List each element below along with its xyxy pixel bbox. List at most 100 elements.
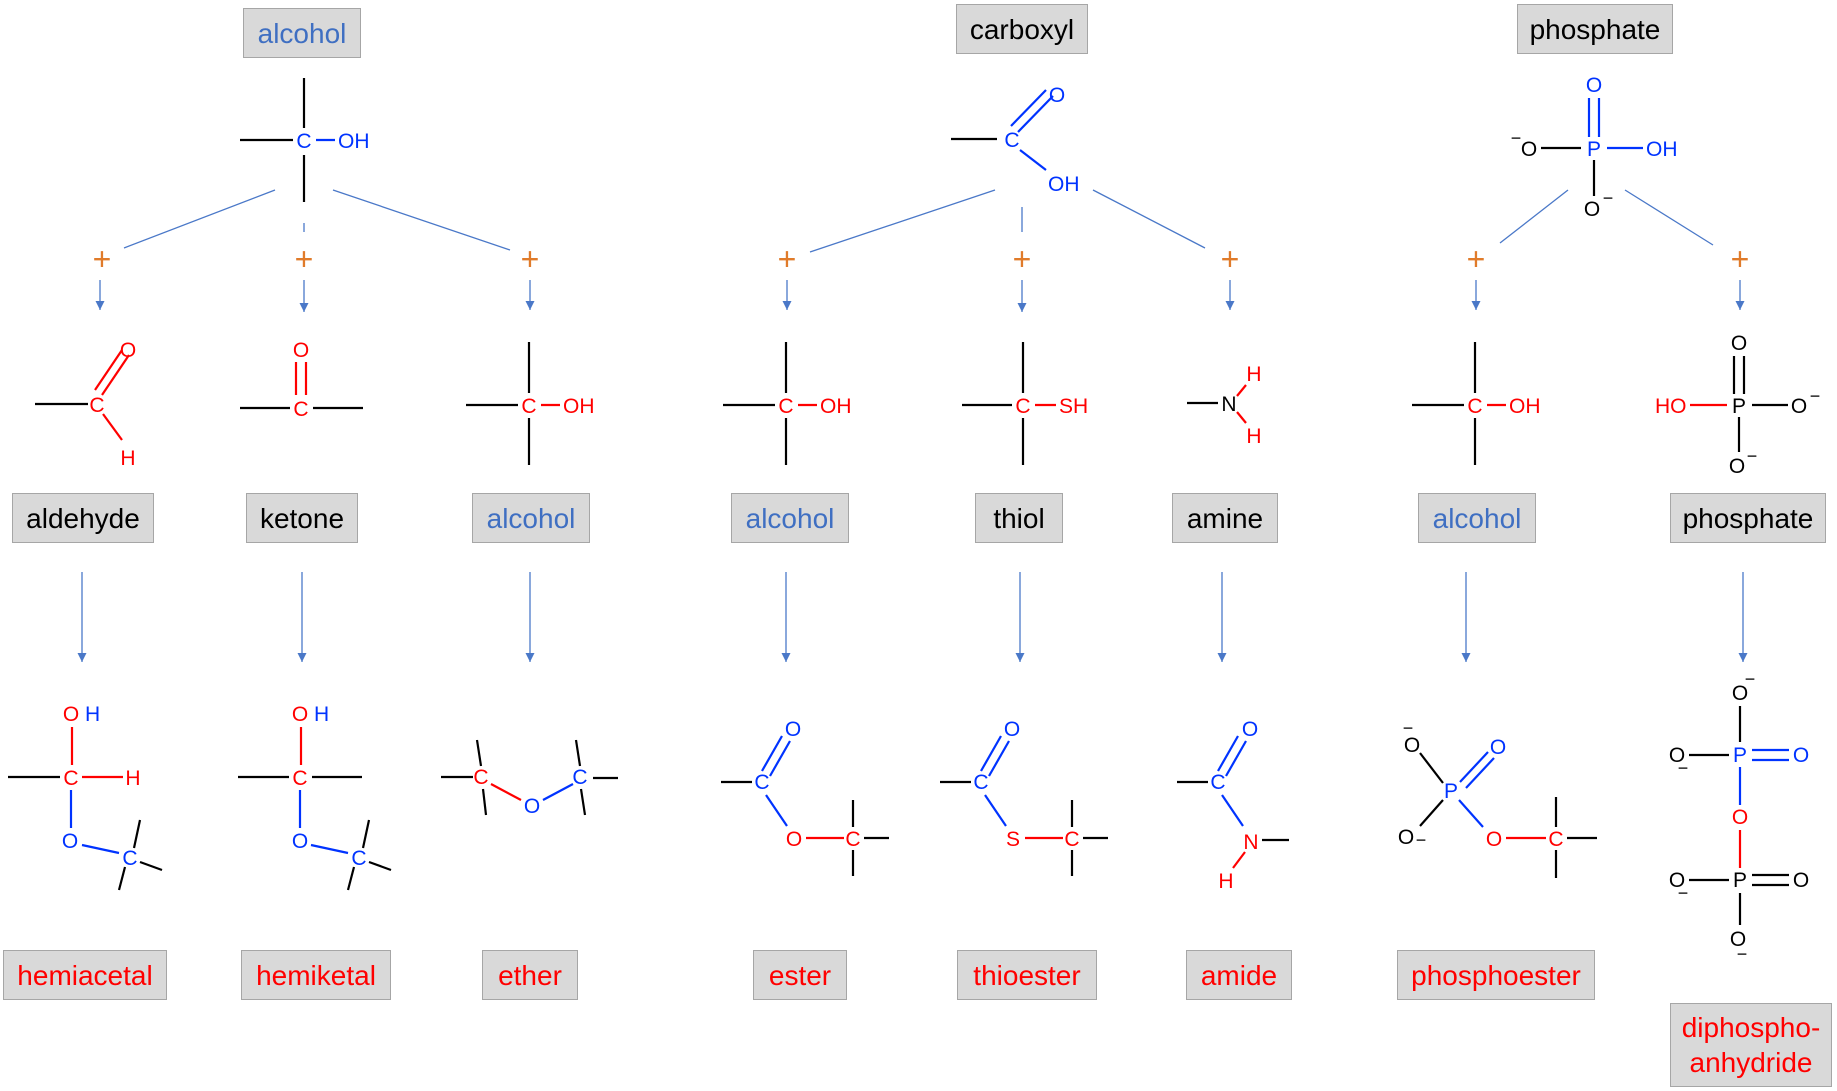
atom-carbon: C (1064, 828, 1079, 851)
atom-phosphorus: P (1444, 780, 1458, 803)
plus-icon: + (1013, 241, 1032, 277)
atom-oxygen: O (1793, 744, 1809, 767)
reactant-label-alcohol-1: alcohol (472, 493, 590, 543)
charge-minus: − (1737, 944, 1748, 964)
atom-oxygen: O (1486, 828, 1502, 851)
phosphate-reactant-structure: O P HO O − O − (1655, 332, 1820, 478)
aldehyde-structure: C O H (35, 339, 136, 470)
atom-oxygen: O (292, 830, 308, 853)
product-label-amide: amide (1186, 950, 1292, 1000)
atom-oxygen: O (1729, 455, 1745, 478)
atom-carbon: C (1548, 828, 1563, 851)
charge-minus: − (1678, 883, 1689, 903)
thioester-structure: C O S C (940, 718, 1108, 876)
atom-oxygen: O (1791, 395, 1807, 418)
alcohol-group-structure: C OH (240, 78, 370, 202)
atom-carbon: C (293, 398, 308, 421)
atom-oxygen: O (1398, 826, 1414, 849)
hemiketal-structure: O H C O C (238, 703, 392, 891)
atom-carbon: C (122, 847, 137, 870)
charge-minus: − (1678, 758, 1689, 778)
diphosphoanhydride-structure: − O O − P O O O − P O O − (1669, 669, 1809, 964)
atom-oxygen: O (1731, 332, 1747, 355)
atom-oxygen: O (63, 703, 79, 726)
reactant-label-phosphate: phosphate (1670, 493, 1826, 543)
atom-phosphorus: P (1733, 744, 1747, 767)
group-label-alcohol: alcohol (243, 8, 361, 58)
group-label-carboxyl: carboxyl (956, 4, 1088, 54)
charge-minus: − (1745, 669, 1756, 689)
atom-oxygen: O (1521, 138, 1537, 161)
product-label-hemiacetal: hemiacetal (3, 950, 167, 1000)
atom-oxygen: O (1242, 718, 1258, 741)
product-label-ether: ether (482, 950, 578, 1000)
plus-icon: + (1221, 241, 1240, 277)
atom-carbon: C (521, 395, 536, 418)
product-label-diphosphoanhydride: diphospho- anhydride (1670, 1003, 1832, 1087)
reactant-label-alcohol-2: alcohol (731, 493, 849, 543)
atom-thiol-sh: SH (1059, 395, 1088, 418)
atom-oxygen: O (1584, 198, 1600, 221)
product-label-phosphoester: phosphoester (1397, 950, 1595, 1000)
atom-carbon: C (754, 771, 769, 794)
hemiacetal-structure: O H C H O C (8, 703, 163, 891)
atom-carbon: C (296, 130, 311, 153)
charge-minus: − (1416, 830, 1427, 850)
atom-oxygen: O (1669, 744, 1685, 767)
atom-carbon: C (89, 394, 104, 417)
atom-hydrogen: H (314, 703, 329, 726)
amine-structure: N H H (1187, 363, 1262, 448)
reactant-label-ketone: ketone (246, 493, 358, 543)
phosphate-group-structure: O P OH O − O − (1511, 74, 1678, 221)
atom-oxygen: O (293, 339, 309, 362)
atom-hydroxyl: OH (338, 130, 370, 153)
atom-phosphorus: P (1587, 138, 1601, 161)
atom-hydroxyl: OH (1646, 138, 1678, 161)
atom-hydroxyl: OH (1509, 395, 1541, 418)
reactant-label-aldehyde: aldehyde (12, 493, 154, 543)
carboxyl-group-structure: C O OH (951, 84, 1080, 196)
group-label-phosphate: phosphate (1517, 4, 1673, 54)
atom-hydroxyl: HO (1655, 395, 1687, 418)
plus-icon: + (295, 241, 314, 277)
atom-nitrogen: N (1243, 831, 1258, 854)
atom-hydroxyl: OH (820, 395, 852, 418)
phosphoester-structure: − O P O O − O C (1398, 718, 1597, 878)
thiol-structure: C SH (962, 342, 1088, 465)
plus-signs: + + + + + + + + (93, 241, 1750, 277)
atom-carbon: C (845, 828, 860, 851)
atom-oxygen: O (524, 795, 540, 818)
atom-carbon: C (351, 847, 366, 870)
atom-oxygen: O (1049, 84, 1065, 107)
atom-oxygen: O (786, 828, 802, 851)
reactant-label-amine: amine (1172, 493, 1278, 543)
plus-icon: + (521, 241, 540, 277)
atom-carbon: C (292, 767, 307, 790)
reactant-label-thiol: thiol (975, 493, 1063, 543)
atom-carbon: C (1467, 395, 1482, 418)
atom-hydrogen: H (1246, 425, 1261, 448)
charge-minus: − (1747, 446, 1758, 466)
product-label-hemiketal: hemiketal (241, 950, 391, 1000)
atom-phosphorus: P (1733, 869, 1747, 892)
atom-carbon: C (63, 767, 78, 790)
atom-hydrogen: H (85, 703, 100, 726)
short-arrows (95, 280, 1745, 312)
connector-lines (123, 189, 1714, 253)
plus-icon: + (778, 241, 797, 277)
atom-hydroxyl: OH (1048, 173, 1080, 196)
atom-carbon: C (1210, 771, 1225, 794)
ester-structure: C O O C (721, 718, 889, 876)
product-label-ester: ester (753, 950, 847, 1000)
atom-oxygen: O (1404, 734, 1420, 757)
atom-oxygen: O (292, 703, 308, 726)
charge-minus: − (1403, 718, 1414, 738)
atom-oxygen: O (1793, 869, 1809, 892)
atom-nitrogen: N (1221, 393, 1236, 416)
alcohol-3-structure: C OH (1412, 342, 1541, 465)
atom-hydrogen: H (120, 447, 135, 470)
atom-carbon: C (973, 771, 988, 794)
atom-phosphorus: P (1732, 395, 1746, 418)
atom-oxygen: O (1732, 682, 1748, 705)
atom-hydrogen: H (1218, 870, 1233, 893)
